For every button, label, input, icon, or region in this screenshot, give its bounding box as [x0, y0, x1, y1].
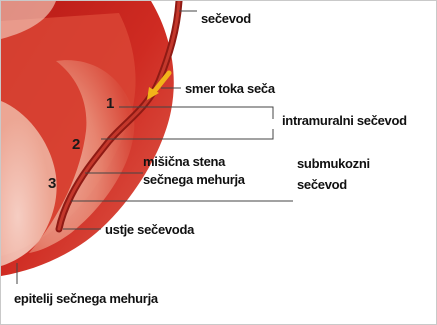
label-bladder-epithelium: epitelij sečnega mehurja [14, 291, 158, 307]
label-submucosal-ureter-line2: sečevod [297, 177, 347, 193]
number-2: 2 [72, 137, 80, 153]
label-ureteral-orifice: ustje sečevoda [105, 222, 194, 238]
number-3: 3 [48, 176, 56, 192]
label-bladder-muscle-wall-line1: mišična stena [143, 154, 225, 170]
label-intramural-ureter: intramuralni sečevod [282, 113, 407, 129]
label-submucosal-ureter-line1: submukozni [297, 156, 370, 172]
number-1: 1 [106, 96, 114, 112]
label-ureter: sečevod [201, 11, 251, 27]
label-bladder-muscle-wall-line2: sečnega mehurja [143, 172, 245, 188]
label-urine-flow-direction: smer toka seča [185, 81, 275, 97]
